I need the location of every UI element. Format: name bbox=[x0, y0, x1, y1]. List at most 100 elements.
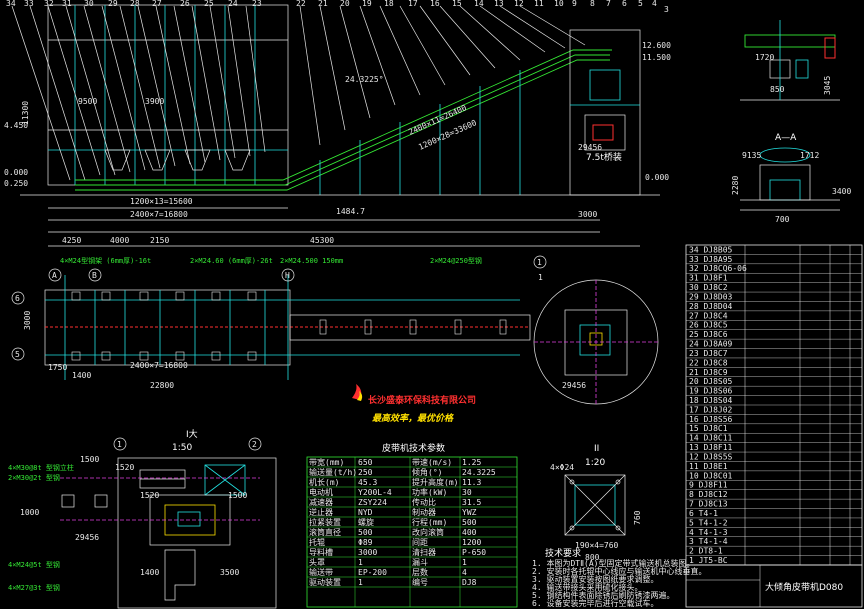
dim-label: 29456 bbox=[562, 381, 586, 390]
parts-row: 28 DJ8D04 bbox=[689, 302, 733, 311]
detail-note: 4×M24@5t 型钢 bbox=[8, 560, 60, 569]
tower-note: 7.5t桥装 bbox=[586, 151, 622, 163]
dim-label: 1712 bbox=[800, 151, 819, 160]
detail-note: 2×M30@2t 型钢 bbox=[8, 473, 60, 482]
dim-label: 9135 bbox=[742, 151, 761, 160]
spec-cell: 机长(m) bbox=[309, 477, 339, 487]
spec-cell: 1 bbox=[358, 578, 363, 587]
dim-label: 29 bbox=[108, 0, 118, 8]
dim-label: 2400×7=16800 bbox=[130, 361, 188, 370]
dim-label: 31 bbox=[62, 0, 72, 8]
dim-label: 14 bbox=[474, 0, 484, 8]
spec-cell: 螺旋 bbox=[358, 517, 374, 527]
parts-row: 33 DJ8A95 bbox=[689, 255, 733, 264]
spec-cell: 4 bbox=[462, 568, 467, 577]
dim-label: 8 bbox=[590, 0, 595, 8]
dim-label: 190×4=760 bbox=[575, 541, 619, 550]
spec-cell: 1.25 bbox=[462, 458, 481, 467]
dim-label: 3045 bbox=[823, 76, 832, 95]
detail-ref: 1 bbox=[538, 273, 543, 282]
parts-row: 1 JT5-BC bbox=[689, 556, 728, 565]
dim-label: 700 bbox=[775, 215, 790, 224]
parts-row: 20 DJ8S05 bbox=[689, 377, 733, 386]
parts-row: 16 DJ8S56 bbox=[689, 415, 733, 424]
parts-row: 23 DJ8C7 bbox=[689, 349, 728, 358]
note-line: 4. 输送带接头采用硫化接头。 bbox=[532, 582, 642, 592]
parts-row: 14 DJ8C11 bbox=[689, 434, 733, 443]
parts-row: 4 T4-1-3 bbox=[689, 528, 728, 537]
spec-cell: 1 bbox=[462, 558, 467, 567]
spec-cell: 行程(mm) bbox=[412, 517, 447, 527]
spec-cell: 24.3225 bbox=[462, 468, 496, 477]
detail-scale: 1:50 bbox=[172, 443, 192, 453]
spec-table-title: 皮带机技术参数 bbox=[382, 442, 445, 454]
dim-label: 800 bbox=[585, 553, 600, 562]
spec-cell: P-650 bbox=[462, 548, 486, 557]
spec-cell: 漏斗 bbox=[412, 557, 428, 567]
dim-label: 24 bbox=[228, 0, 238, 8]
spec-cell: 托辊 bbox=[309, 537, 325, 547]
dim-label: 3 bbox=[664, 5, 669, 14]
dim-label: 10 bbox=[554, 0, 564, 8]
dim-label: 6 bbox=[622, 0, 627, 8]
dim-label: 1520 bbox=[140, 491, 159, 500]
dim-label: 27 bbox=[152, 0, 162, 8]
section-title: A—A bbox=[775, 133, 797, 143]
dim-label: 4000 bbox=[110, 236, 129, 245]
dim-label: 34 bbox=[6, 0, 16, 8]
spec-cell: EP-200 bbox=[358, 568, 387, 577]
dim-label: 4250 bbox=[62, 236, 81, 245]
dim-label: 2400×7=16800 bbox=[130, 210, 188, 219]
parts-row: 10 DJ8C01 bbox=[689, 471, 733, 480]
spec-cell: 650 bbox=[358, 458, 373, 467]
detail-ii-view bbox=[564, 474, 626, 536]
notes-list: 1. 本图为DTⅡ(A)型固定带式输送机总装图。 2. 安装时各托辊中心线应与输… bbox=[532, 558, 706, 608]
note-line: 2. 安装时各托辊中心线应与输送机中心线垂直。 bbox=[532, 566, 706, 576]
row-label: 5 bbox=[15, 350, 20, 359]
parts-row: 31 DJ8F1 bbox=[689, 274, 728, 283]
parts-row: 22 DJ8C8 bbox=[689, 358, 728, 367]
spec-cell: 改向滚筒 bbox=[412, 527, 444, 537]
angle-label: 24.3225° bbox=[345, 75, 384, 84]
dim-label: 22 bbox=[296, 0, 306, 8]
spec-cell: 输送量(t/h) bbox=[309, 467, 357, 477]
parts-row: 34 DJ8B05 bbox=[689, 245, 733, 254]
dim-label: 17 bbox=[408, 0, 418, 8]
dim-label: 21 bbox=[318, 0, 328, 8]
dim-label: 1200×13=15600 bbox=[130, 197, 193, 206]
dim-label: 1500 bbox=[80, 455, 99, 464]
dim-label: 2150 bbox=[150, 236, 169, 245]
dim-label: 1500 bbox=[228, 491, 247, 500]
parts-row: 15 DJ8C1 bbox=[689, 424, 728, 433]
dim-label: 29456 bbox=[75, 533, 99, 542]
parts-row: 13 DJ8F11 bbox=[689, 443, 733, 452]
spec-cell: 1 bbox=[358, 558, 363, 567]
parts-row: 27 DJ8C4 bbox=[689, 311, 728, 320]
plan-note: 2×M24.60 (6mm厚)-26t bbox=[190, 257, 273, 265]
detail-note: 4×M27@3t 型钢 bbox=[8, 583, 60, 592]
spec-cell: 清扫器 bbox=[412, 547, 436, 557]
note-line: 1. 本图为DTⅡ(A)型固定带式输送机总装图。 bbox=[532, 558, 694, 568]
dim-label: 9 bbox=[572, 0, 577, 8]
dim-label: 9500 bbox=[78, 97, 97, 106]
level-mark: 4.450 bbox=[4, 121, 28, 130]
spec-cell: NYD bbox=[358, 508, 373, 517]
spec-cell: 拉紧装置 bbox=[309, 517, 341, 527]
spec-cell: 倾角(°) bbox=[412, 467, 442, 477]
dim-label: 26 bbox=[180, 0, 190, 8]
spec-cell: 带速(m/s) bbox=[412, 458, 452, 467]
dim-label: 760 bbox=[633, 510, 642, 525]
dim-label: 28 bbox=[130, 0, 140, 8]
parts-row: 19 DJ8S06 bbox=[689, 387, 733, 396]
spec-cell: 头罩 bbox=[309, 557, 325, 567]
dim-label: 3400 bbox=[832, 187, 851, 196]
spec-cell: 传动比 bbox=[412, 497, 436, 507]
note-line: 6. 设备安装完毕后进行空载试车。 bbox=[532, 598, 658, 608]
level-mark: 0.000 bbox=[4, 168, 28, 177]
dim-label: 18 bbox=[384, 0, 394, 8]
spec-cell: 11.3 bbox=[462, 478, 481, 487]
dim-label: 2280 bbox=[731, 176, 740, 195]
